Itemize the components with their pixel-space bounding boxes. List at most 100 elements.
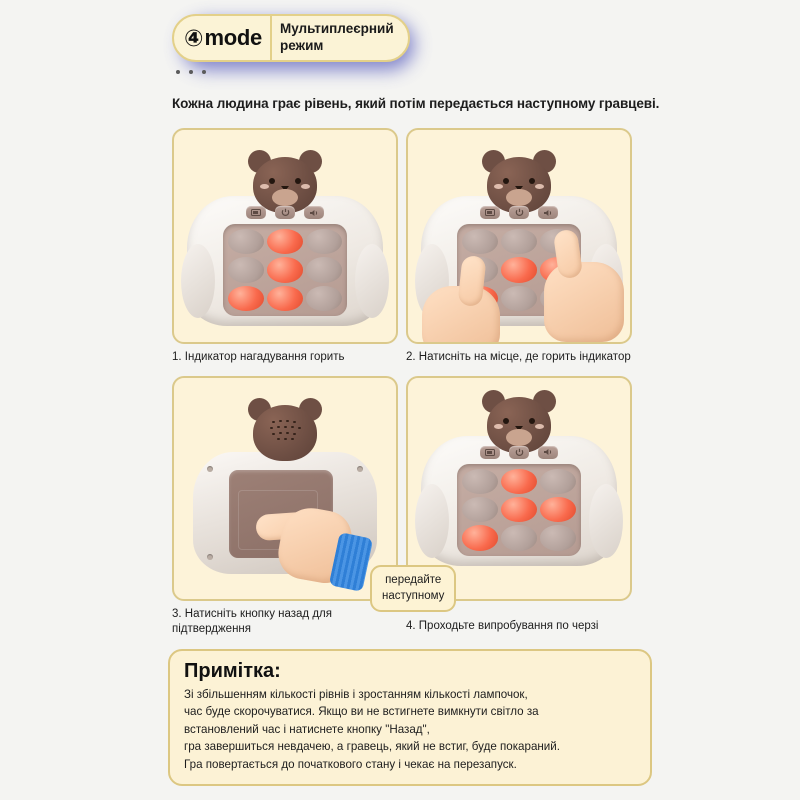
bear-eye-left — [269, 178, 275, 184]
power-icon[interactable] — [275, 206, 295, 219]
bubble[interactable] — [462, 229, 498, 255]
bear-face — [487, 396, 551, 453]
bubble-lit[interactable] — [501, 257, 537, 283]
dot-3 — [202, 70, 206, 74]
bear-cheek-right — [535, 423, 544, 429]
subtitle-text: Кожна людина грає рівень, який потім пер… — [172, 96, 660, 111]
bear-face — [487, 157, 551, 213]
bear-head-icon — [481, 150, 557, 214]
screw-top-left — [207, 465, 213, 472]
caption-row-1: 1. Індикатор нагадування горить 2. Натис… — [172, 344, 632, 366]
speaker-icon[interactable] — [304, 206, 324, 219]
mode-title: Мультиплеєрний режим — [279, 21, 394, 53]
panel-caption-2: 2. Натисніть на місце, де горить індикат… — [406, 351, 631, 363]
bear-eye-right — [295, 178, 301, 184]
bubble[interactable] — [462, 496, 498, 523]
device-control-row — [480, 445, 558, 459]
bear-cheek-right — [301, 184, 310, 189]
panel-step-3 — [172, 375, 398, 601]
bear-cheek-left — [260, 184, 269, 189]
bear-head-icon — [481, 389, 557, 454]
note-body: Зі збільшенням кількості рівнів і зроста… — [184, 688, 560, 771]
mode-word: mode — [204, 25, 262, 50]
panel-caption-4: 4. Проходьте випробування по черзі — [406, 619, 599, 632]
bubble[interactable] — [501, 229, 537, 255]
bear-head-icon — [247, 150, 323, 214]
device-grip-right — [589, 483, 623, 558]
instruction-panels: 1. Індикатор нагадування горить 2. Натис… — [172, 128, 632, 638]
bubble-lit[interactable] — [267, 285, 303, 311]
panel-caption-1: 1. Індикатор нагадування горить — [172, 351, 345, 363]
note-title: Примітка: — [184, 660, 281, 682]
bear-cheek-right — [535, 184, 544, 189]
bubble[interactable] — [306, 229, 342, 255]
pass-to-next-callout: передайте наступному — [370, 565, 457, 613]
speaker-holes — [270, 419, 302, 441]
hand-left — [422, 252, 508, 342]
power-icon[interactable] — [509, 445, 529, 459]
bubble[interactable] — [228, 229, 264, 255]
bear-muzzle — [272, 189, 298, 206]
panel-step-1 — [172, 128, 398, 344]
bubble[interactable] — [306, 257, 342, 283]
bubble[interactable] — [462, 468, 498, 494]
bear-nose — [515, 186, 523, 191]
speaker-icon[interactable] — [538, 206, 558, 219]
bear-nose — [515, 425, 523, 431]
menu-icon[interactable] — [480, 445, 500, 459]
bubble[interactable] — [501, 525, 537, 551]
bubble-lit[interactable] — [228, 285, 264, 311]
bubble-lit[interactable] — [540, 496, 576, 523]
decorative-dots — [176, 70, 206, 74]
panel-row-1 — [172, 128, 632, 344]
bear-eye-right — [529, 178, 535, 184]
caption-row-2: 3. Натисніть кнопку назад для підтвердже… — [172, 601, 632, 638]
panel-step-4 — [406, 375, 632, 601]
panel-row-2 — [172, 375, 632, 601]
screw-bottom-left — [207, 553, 213, 560]
bubble-lit[interactable] — [501, 496, 537, 523]
bubble[interactable] — [228, 257, 264, 283]
bubble-lit[interactable] — [267, 257, 303, 283]
power-icon[interactable] — [509, 206, 529, 219]
dot-2 — [189, 70, 193, 74]
note-box: Примітка: Зі збільшенням кількості рівні… — [168, 649, 652, 786]
mode-badge: ④ mode Мультиплеєрний режим — [172, 14, 410, 62]
bear-eye-left — [503, 178, 509, 184]
bubble[interactable] — [306, 285, 342, 311]
bear-cheek-left — [494, 423, 503, 429]
bubble-board-4[interactable] — [457, 463, 581, 556]
bubble[interactable] — [540, 525, 576, 551]
palm-right — [544, 262, 624, 342]
speaker-icon[interactable] — [538, 445, 558, 459]
device-control-row — [246, 206, 324, 219]
menu-icon[interactable] — [480, 206, 500, 219]
mode-header: ④ mode Мультиплеєрний режим — [172, 14, 414, 70]
bear-face — [253, 157, 317, 213]
bubble-board-1[interactable] — [223, 224, 347, 316]
bear-muzzle — [506, 189, 532, 206]
bubble-lit[interactable] — [267, 229, 303, 255]
bear-head-icon-back — [247, 397, 323, 462]
bubble-lit[interactable] — [501, 468, 537, 494]
bear-face-back — [253, 404, 317, 461]
bear-eye-right — [529, 417, 535, 424]
hand-right — [532, 218, 624, 342]
menu-icon[interactable] — [246, 206, 266, 219]
bubble-lit[interactable] — [462, 525, 498, 551]
bear-eye-left — [503, 417, 509, 424]
bubble[interactable] — [501, 285, 537, 311]
bear-nose — [281, 186, 289, 191]
dot-1 — [176, 70, 180, 74]
mode-number: ④ — [184, 24, 204, 51]
device-grip-left — [415, 483, 449, 558]
device-grip-right — [355, 244, 389, 318]
pop-it-device-1 — [181, 150, 389, 332]
bear-cheek-left — [494, 184, 503, 189]
device-control-row — [480, 206, 558, 219]
bubble[interactable] — [540, 468, 576, 494]
device-grip-left — [181, 244, 215, 318]
panel-step-2 — [406, 128, 632, 344]
mode-badge-left: ④ mode — [174, 16, 272, 60]
screw-top-right — [357, 465, 363, 472]
